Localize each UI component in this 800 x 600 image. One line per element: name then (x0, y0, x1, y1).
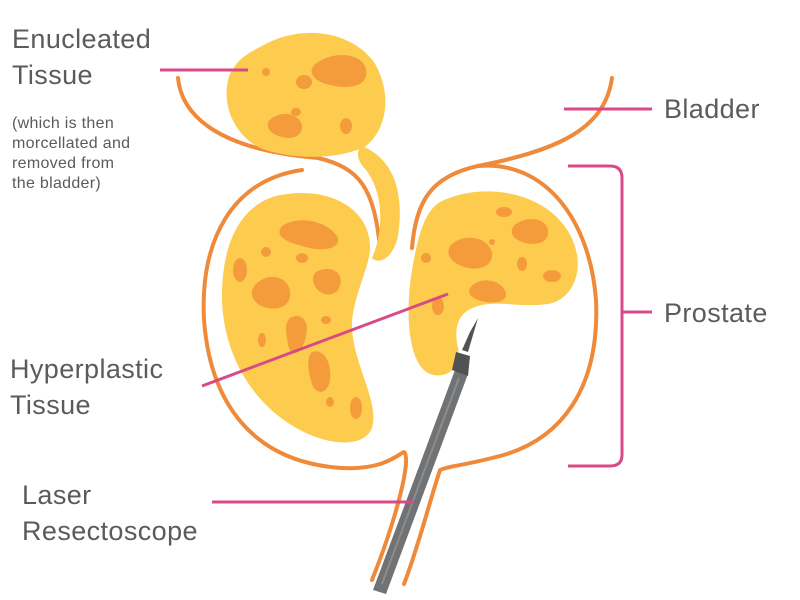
resectoscope-tip (452, 352, 470, 376)
label-enucleated: Enucleated Tissue (12, 24, 159, 90)
label-prostate: Prostate (664, 298, 768, 328)
enucleated-stalk (357, 146, 400, 261)
enucleated-spots (262, 54, 367, 138)
prostate-capsule-left (201, 168, 409, 582)
leader-hyperplastic (201, 292, 449, 388)
label-enucleated-note: (which is then morcellated and removed f… (12, 115, 135, 192)
right-lobe-spots (421, 207, 561, 315)
label-bladder: Bladder (664, 94, 760, 124)
left-lobe-spots (233, 220, 362, 419)
label-hyperplastic: Hyperplastic Tissue (10, 354, 171, 420)
label-laser: Laser Resectoscope (22, 480, 198, 546)
laser-resectoscope-icon (373, 318, 478, 594)
prostate-capsule-right (402, 163, 599, 586)
prostate-bracket (568, 164, 624, 468)
resectoscope-highlight (381, 377, 460, 585)
enucleated-tissue (226, 32, 386, 157)
bladder-outline-left (176, 76, 382, 250)
resectoscope-fiber (462, 318, 478, 352)
